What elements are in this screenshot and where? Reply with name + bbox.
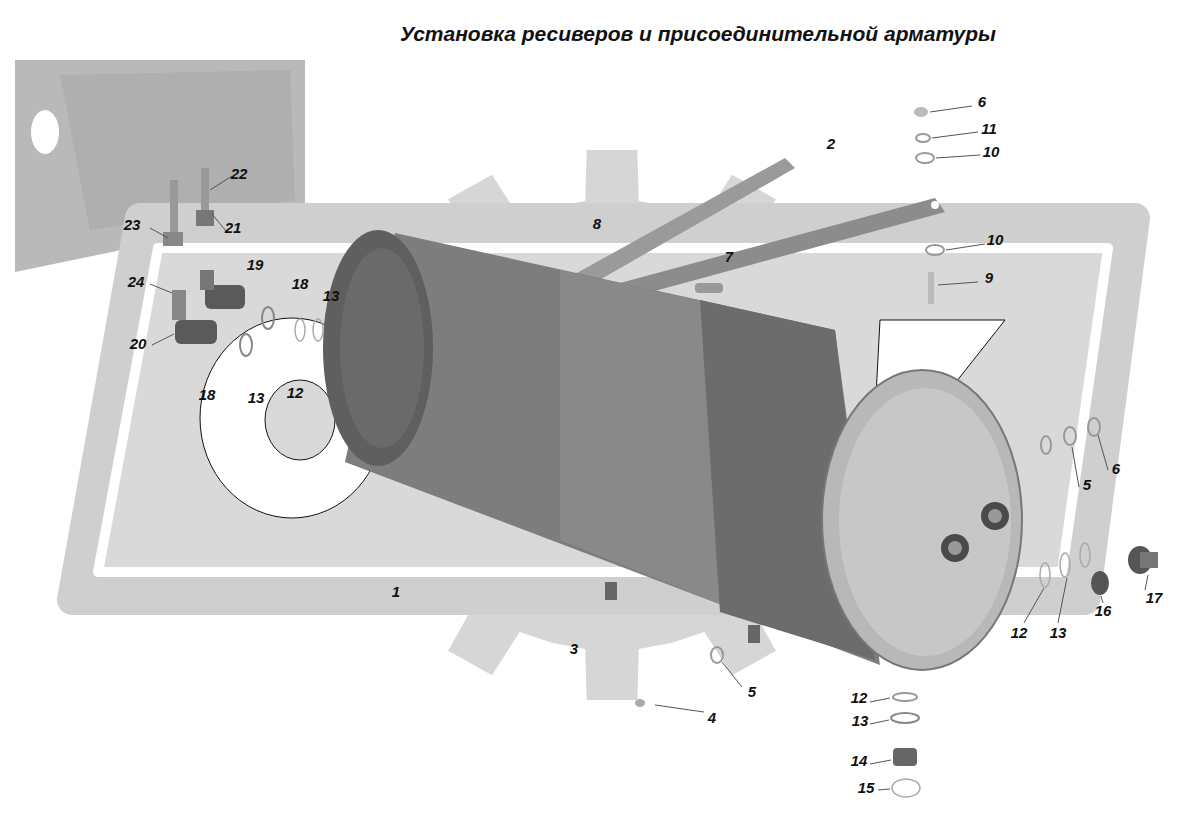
callout-number: 2 — [827, 136, 835, 151]
callout-number: 4 — [708, 710, 716, 725]
callout-number: 12 — [287, 385, 304, 400]
callout-number: 6 — [1112, 461, 1120, 476]
callout-number: 12 — [1011, 625, 1028, 640]
callout-number: 5 — [748, 684, 756, 699]
callout-number: 15 — [858, 780, 875, 795]
callout-number: 13 — [852, 713, 869, 728]
callout-number: 16 — [1095, 603, 1112, 618]
callout-number: 10 — [983, 144, 1000, 159]
callout-number: 7 — [725, 249, 733, 264]
callout-number: 10 — [987, 232, 1004, 247]
callout-number: 11 — [981, 121, 997, 136]
callout-number: 1 — [392, 584, 400, 599]
callout-number: 5 — [1083, 477, 1091, 492]
callout-number: 14 — [851, 753, 868, 768]
callout-number: 13 — [323, 288, 340, 303]
callout-number: 17 — [1146, 590, 1163, 605]
callout-number: 19 — [247, 257, 264, 272]
callout-number: 8 — [593, 216, 601, 231]
callout-number: 23 — [124, 217, 141, 232]
callout-number: 13 — [1050, 625, 1067, 640]
callout-number: 24 — [128, 274, 145, 289]
callout-number: 18 — [199, 387, 216, 402]
callout-number: 20 — [130, 336, 147, 351]
callout-number: 3 — [570, 641, 578, 656]
diagram-title: Установка ресиверов и присоединительной … — [400, 22, 996, 46]
callout-number: 18 — [292, 276, 309, 291]
callout-number: 22 — [231, 166, 248, 181]
callout-number: 21 — [225, 220, 242, 235]
callout-number: 12 — [851, 690, 868, 705]
callout-number: 6 — [978, 94, 986, 109]
callout-number: 13 — [248, 390, 265, 405]
callout-number: 9 — [985, 270, 993, 285]
